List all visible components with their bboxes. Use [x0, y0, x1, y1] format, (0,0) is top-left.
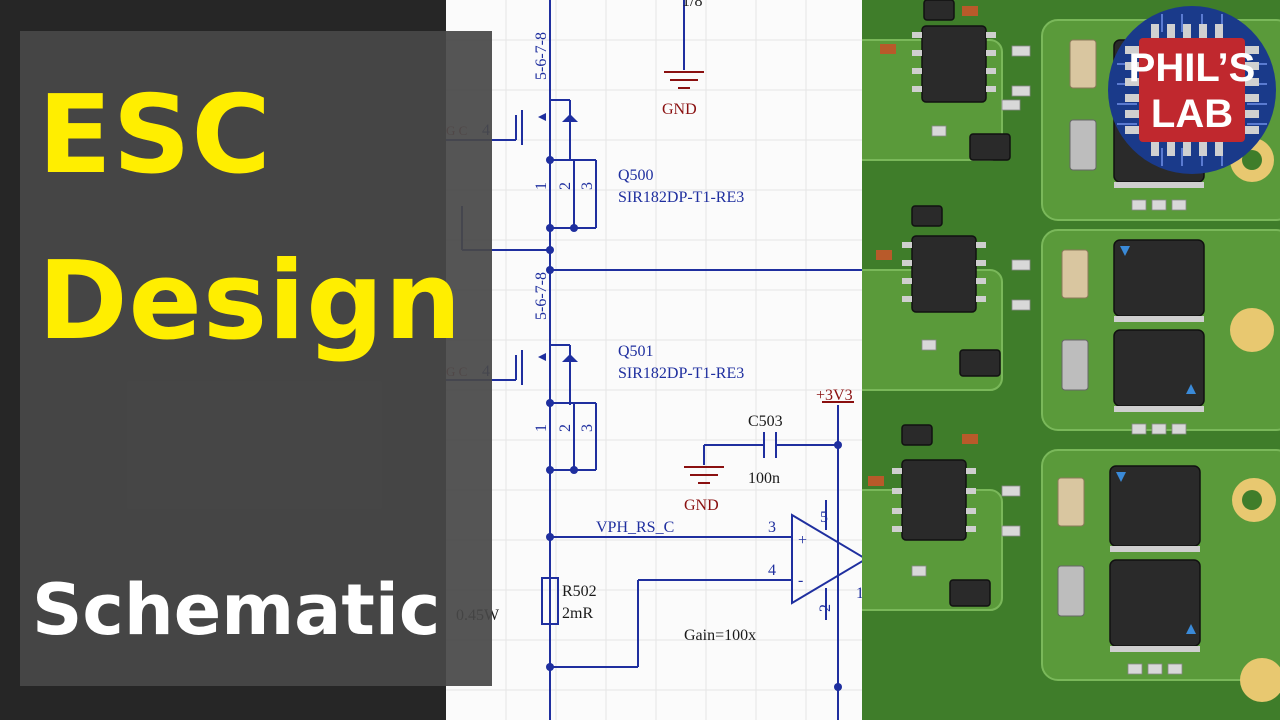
opamp-pin5-label: 5 — [820, 509, 828, 526]
opamp-minus-label: - — [798, 572, 803, 589]
gnd-bottom-label: GND — [684, 497, 719, 514]
vph-net-label: VPH_RS_C — [596, 519, 674, 536]
logo-text-line-1: PHIL’S — [1128, 46, 1256, 90]
opamp-pin4-label: 4 — [768, 562, 776, 579]
opamp-pin1-label: 1 — [856, 585, 862, 602]
c503-ref-label: C503 — [748, 413, 783, 430]
q500-pin2-label: 2 — [557, 182, 574, 190]
pin-5678-mid-label: 5-6-7-8 — [533, 272, 550, 320]
q501-part-label: SIR182DP-T1-RE3 — [618, 365, 744, 382]
gain-label: Gain=100x — [684, 627, 756, 644]
c503-value-label: 100n — [748, 470, 780, 487]
r502-value-label: 2mR — [562, 605, 593, 622]
pin-5678-top-label: 5-6-7-8 — [533, 32, 550, 80]
schematic-view: 5-6-7-8 5-6-7-8 Q500 SIR182DP-T1-RE3 Q50… — [446, 0, 862, 720]
q501-pin2-label: 2 — [557, 424, 574, 432]
gnd-top-label: GND — [662, 101, 697, 118]
q500-pin1-label: 1 — [533, 182, 550, 190]
subtitle: Schematic — [32, 569, 441, 651]
supply-label: +3V3 — [816, 387, 853, 404]
q500-pin3-label: 3 — [579, 182, 596, 190]
logo-chip-graphic — [1108, 6, 1276, 174]
opamp-pin3-label: 3 — [768, 519, 776, 536]
q501-pin1-label: 1 — [533, 424, 550, 432]
opamp-plus-label: + — [798, 532, 807, 549]
q500-part-label: SIR182DP-T1-RE3 — [618, 189, 744, 206]
logo-text-line-2: LAB — [1150, 92, 1234, 136]
phils-lab-logo: PHIL’S LAB — [1107, 4, 1277, 176]
schematic-drawing: 5-6-7-8 5-6-7-8 Q500 SIR182DP-T1-RE3 Q50… — [446, 0, 862, 720]
q500-ref-label: Q500 — [618, 167, 654, 184]
title-line-1: ESC — [38, 73, 272, 198]
title-line-2: Design — [38, 239, 463, 364]
top-partial-label: 1/8 — [682, 0, 702, 10]
q501-pin3-label: 3 — [579, 424, 596, 432]
r502-ref-label: R502 — [562, 583, 597, 600]
title-overlay-panel — [20, 31, 492, 686]
q501-ref-label: Q501 — [618, 343, 654, 360]
opamp-pin2-label: 2 — [817, 604, 834, 612]
